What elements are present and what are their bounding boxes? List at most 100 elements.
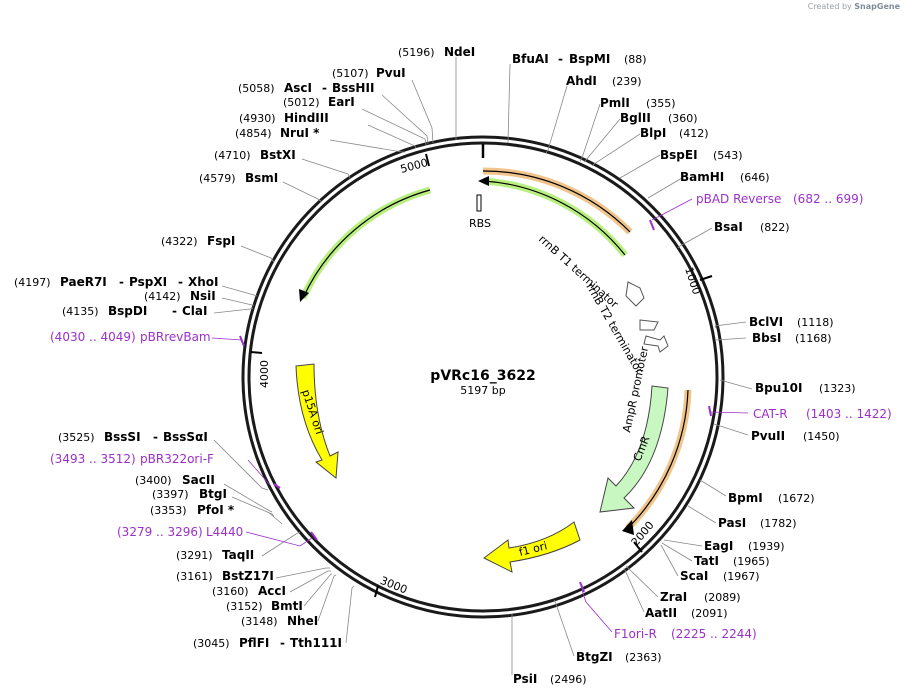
primer-leader-l4440 xyxy=(245,531,313,547)
leader-bsmi xyxy=(282,181,323,203)
site-pos-bsai: (822) xyxy=(760,221,790,234)
snapgene-credit: Created by SnapGene xyxy=(807,2,900,11)
site-name-bbsi: BbsI xyxy=(752,331,781,345)
site-name-bspei: BspEI xyxy=(660,148,698,162)
site-name-tth111i: Tth111I xyxy=(290,636,342,650)
rrnb-t1-terminator-shape xyxy=(625,281,645,307)
primer-range-pbrrevbam: (4030 .. 4049) xyxy=(50,330,136,344)
leader-bamhi xyxy=(647,177,683,199)
site-name-bstz17i: BstZ17I xyxy=(222,569,274,583)
site-name-bspmi: BspMI xyxy=(569,52,610,66)
site-pos-bsssi: (3525) xyxy=(58,431,95,444)
site-pos-pflfi: (3045) xyxy=(193,637,230,650)
orange-arc-top xyxy=(482,170,631,233)
site-pos-eagi: (1939) xyxy=(748,540,785,553)
site-pos-nrui: (4854) xyxy=(235,127,272,140)
leader-blpi xyxy=(591,133,641,167)
site-name-eagi: EagI xyxy=(704,539,733,553)
site-sep-asci: - xyxy=(322,81,327,95)
leader-pmli xyxy=(579,103,601,162)
ruler-tick-2000 xyxy=(633,541,643,553)
leader-bspei xyxy=(619,154,661,179)
backbone-outer-ring xyxy=(241,135,725,619)
site-pos-pasi: (1782) xyxy=(760,517,797,530)
site-pos-bspei: (543) xyxy=(713,149,743,162)
site-pos-scai: (1967) xyxy=(723,570,760,583)
site-name-acci: AccI xyxy=(258,584,286,598)
site-pos-ahdi: (239) xyxy=(612,75,642,88)
leader-pvuii xyxy=(713,423,749,436)
leader-eari xyxy=(361,108,427,146)
leader-xhoi xyxy=(221,285,258,297)
green-arc-left-arrowhead xyxy=(299,289,309,302)
site-name-bamhi: BamHI xyxy=(680,170,724,184)
leader-bpu10i xyxy=(719,379,753,390)
site-name-nrui: NruI * xyxy=(280,126,320,140)
primer-leader-pbad-reverse xyxy=(651,198,693,221)
leader-nhei xyxy=(317,574,337,622)
site-name-nsii: NsiI xyxy=(190,289,216,303)
leader-bpmi xyxy=(699,479,727,497)
site-pos-pfoi: (3353) xyxy=(150,504,187,517)
site-pos-ndei: (5196) xyxy=(398,46,435,59)
leader-nrui xyxy=(329,139,405,153)
leader-pfoi xyxy=(267,511,283,525)
site-name-tati: TatI xyxy=(694,554,719,568)
site-name-eari: EarI xyxy=(328,95,355,109)
primer-mark-pbad-reverse xyxy=(649,219,655,231)
site-name-asci: AscI xyxy=(284,81,312,95)
leader-bsai xyxy=(677,227,713,249)
snapgene-logo-text: SnapGene xyxy=(854,2,900,11)
site-pos-zrai: (2089) xyxy=(704,591,741,604)
site-name-pmli: PmlI xyxy=(600,96,630,110)
site-pos-bspdi: (4135) xyxy=(62,305,99,318)
site-pos-bpmi: (1672) xyxy=(778,492,815,505)
site-name-paer7i: PaeR7I xyxy=(60,275,107,289)
site-pos-sacii: (3400) xyxy=(135,474,172,487)
primer-name-cat-r: CAT-R xyxy=(753,407,788,421)
leader-aatii xyxy=(623,567,645,613)
ruler-label-5000: 5000 xyxy=(399,156,429,176)
primer-mark-pbr322ori-f xyxy=(273,483,281,489)
site-name-bpmi: BpmI xyxy=(728,491,763,505)
primer-mark-f1ori-r xyxy=(579,581,585,593)
site-pos-psii: (2496) xyxy=(550,673,587,686)
leader-pasi xyxy=(687,505,717,524)
site-name-bsssi: BssSI xyxy=(104,430,141,444)
site-pos-bglii: (360) xyxy=(668,112,698,125)
site-pos-btgi: (3397) xyxy=(152,488,189,501)
site-pos-aatii: (2091) xyxy=(691,607,728,620)
primer-name-pbrrevbam: pBRrevBam xyxy=(140,330,211,344)
leader-asci xyxy=(381,94,429,145)
green-arc-top xyxy=(483,180,626,256)
leader-zrai xyxy=(625,565,659,598)
leader-tati xyxy=(661,542,693,562)
site-name-bstxi: BstXI xyxy=(260,148,296,162)
primer-range-pbr322ori-f: (3493 .. 3512) xyxy=(50,452,136,466)
primer-range-cat-r: (1403 .. 1422) xyxy=(806,407,892,421)
site-pos-tati: (1965) xyxy=(733,555,770,568)
primer-range-f1ori-r: (2225 .. 2244) xyxy=(671,627,757,641)
ruler-label-1000: 1000 xyxy=(682,266,703,297)
site-name-pvui: PvuI xyxy=(376,66,406,80)
site-name-bclvi: BclVI xyxy=(749,315,783,329)
site-name-pasi: PasI xyxy=(718,516,746,530)
site-pos-btgzi: (2363) xyxy=(625,651,662,664)
green-arc-top-arrowhead xyxy=(478,176,489,186)
ruler-label-4000: 4000 xyxy=(258,360,271,388)
leader-btgzi xyxy=(553,599,575,657)
site-name-bspdi: BspDI xyxy=(108,304,147,318)
primer-leader-pbr322ori-f xyxy=(247,459,271,486)
site-pos-fspi: (4322) xyxy=(161,235,198,248)
leader-ahdi xyxy=(545,85,568,154)
rbs-marker xyxy=(476,194,482,212)
site-pos-pvuii: (1450) xyxy=(803,430,840,443)
ruler-tick-4000 xyxy=(250,351,263,354)
site-sep-paer7i: - xyxy=(119,275,124,289)
site-pos-bmti: (3152) xyxy=(226,600,263,613)
site-pos-pvui: (5107) xyxy=(332,67,369,80)
site-name-bfuai: BfuAI xyxy=(512,52,549,66)
orange-arc-right xyxy=(627,389,689,529)
primer-mark-pbrrevbam xyxy=(239,335,245,347)
